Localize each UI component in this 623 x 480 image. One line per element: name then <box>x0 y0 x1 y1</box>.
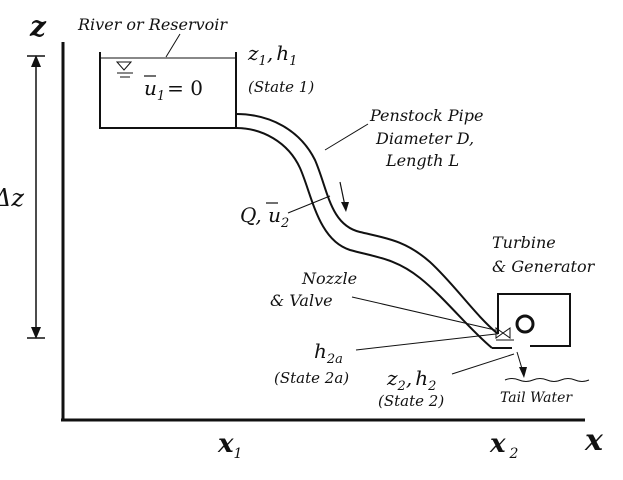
state2-z-sub: 2 <box>397 379 406 394</box>
dz-arrow-bottom <box>31 327 41 339</box>
state2-h: h <box>415 366 428 390</box>
u1-subscript: 1 <box>157 89 165 104</box>
penstock-label-line2: Diameter D, <box>375 129 474 148</box>
dz-label: Δz <box>0 184 24 212</box>
state1-comma: , <box>267 41 273 65</box>
flow-leader-line <box>287 195 331 214</box>
tailwater-surface <box>504 378 590 382</box>
state2a-h-symbol: h <box>314 339 327 363</box>
x-axis-label: x <box>584 423 604 458</box>
state1-h: h <box>276 41 289 65</box>
penstock-leader-line <box>324 123 369 151</box>
nozzle-label-line1: Nozzle <box>301 269 357 288</box>
reservoir-basin <box>99 52 237 129</box>
state2a-h-sub: 2a <box>326 352 343 367</box>
dz-arrow-top <box>31 55 41 67</box>
state2-comma: , <box>406 366 412 390</box>
reservoir-label: River or Reservoir <box>77 15 228 34</box>
flow-label: Q, u2 <box>240 203 289 231</box>
turbine-label-line2: & Generator <box>492 257 596 276</box>
state1-z: z <box>247 41 259 65</box>
x2-sub: 2 <box>509 446 519 462</box>
flow-comma: , <box>255 203 268 227</box>
flow-arrow-head <box>341 202 349 212</box>
state2-z: z <box>386 366 398 390</box>
tailwater-label: Tail Water <box>500 390 573 406</box>
turbine-housing <box>497 293 571 347</box>
flow-u-sub: 2 <box>280 216 289 231</box>
state2-caption: (State 2) <box>378 392 444 410</box>
penstock-pipe-lower-wall <box>235 127 493 349</box>
state1-z-sub: 1 <box>259 54 267 69</box>
state1-zh: z1,h1 <box>247 41 297 69</box>
state2-h-sub: 2 <box>427 379 436 394</box>
flow-q: Q <box>240 203 256 227</box>
state2a-caption: (State 2a) <box>274 369 349 387</box>
state2-zh: z2,h2 <box>386 366 436 394</box>
reservoir-leader-line <box>165 33 181 58</box>
water-level-icon <box>115 61 133 78</box>
state2a-leader-line <box>355 333 497 351</box>
x1-symbol: x <box>217 429 234 459</box>
z-axis-label: z <box>29 10 47 43</box>
state2a-h: h2a <box>314 339 343 367</box>
x2-symbol: x <box>489 429 506 459</box>
turbine-wheel-icon <box>515 314 535 334</box>
x1-label: x1 <box>217 429 242 462</box>
penstock-label-line3: Length L <box>385 151 459 170</box>
state1-h-sub: 1 <box>289 54 297 69</box>
u1-value: = 0 <box>167 76 203 100</box>
x1-sub: 1 <box>234 446 243 462</box>
flow-u: u <box>268 203 281 227</box>
nozzle-valve-icon <box>495 327 511 339</box>
penstock-label-line1: Penstock Pipe <box>369 106 483 125</box>
nozzle-label-line2: & Valve <box>270 291 333 310</box>
turbine-label-line1: Turbine <box>492 233 556 252</box>
state1-caption: (State 1) <box>248 78 314 96</box>
u1-equation: u1= 0 <box>144 76 203 104</box>
penstock-pipe-upper-wall <box>235 113 499 335</box>
u1-symbol: u <box>144 76 157 100</box>
nozzle-leader-line <box>351 296 496 331</box>
state2-leader-line <box>451 353 515 375</box>
water-jet-arrow <box>519 367 527 378</box>
